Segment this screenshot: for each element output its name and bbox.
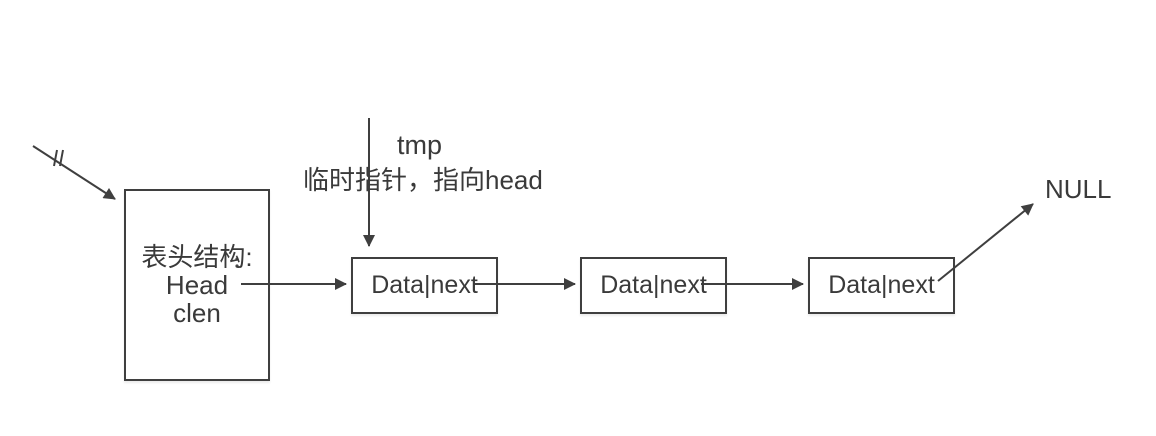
break-mark-icon	[59, 149, 64, 167]
list-node-2: Data|next	[580, 257, 727, 314]
null-terminator-label: NULL	[1045, 174, 1112, 204]
node-label: Data|next	[600, 271, 707, 299]
head-box-field-head: Head	[165, 270, 229, 300]
head-box-field-clen: clen	[173, 298, 221, 328]
node-label: Data|next	[828, 271, 935, 299]
break-mark-icon	[53, 149, 58, 167]
external-pointer-arrow	[32, 145, 116, 200]
tmp-pointer-description: 临时指针，指向head	[303, 165, 543, 195]
tmp-pointer-label: tmp	[397, 130, 443, 160]
node-label: Data|next	[371, 271, 478, 299]
head-box-title: 表头结构:	[141, 242, 253, 272]
list-node-1: Data|next	[351, 257, 498, 314]
anchor-dots-icon	[235, 264, 239, 268]
anchor-dots-icon	[235, 257, 239, 261]
list-node-3: Data|next	[808, 257, 955, 314]
head-node-box: 表头结构: Head clen	[124, 189, 270, 381]
